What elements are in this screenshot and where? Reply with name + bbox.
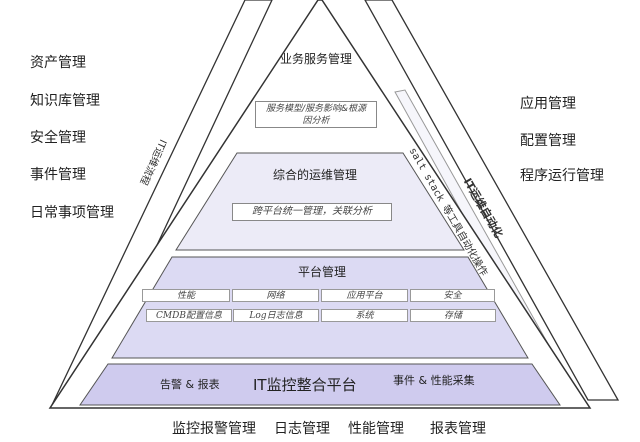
monitor-left-label: 告警 & 报表	[160, 378, 220, 391]
layer-integrated-title: 综合的运维管理	[273, 168, 358, 182]
platform-cell: Log日志信息	[233, 309, 319, 322]
layer-integrated-box: 跨平台统一管理，关联分析	[232, 203, 392, 221]
right-label: 应用管理	[520, 96, 576, 112]
right-band	[364, 0, 620, 401]
layer-business-title: 业务服务管理	[280, 52, 353, 66]
layer-monitor-title: IT监控整合平台	[253, 376, 357, 394]
layer-platform-title: 平台管理	[298, 265, 347, 279]
layer-integrated	[175, 152, 465, 251]
platform-cell: CMDB配置信息	[146, 309, 232, 322]
bottom-label: 性能管理	[348, 421, 404, 437]
platform-cell: 应用平台	[321, 289, 408, 302]
platform-cell: 性能	[142, 289, 230, 302]
bottom-label: 报表管理	[430, 421, 486, 437]
layer-business-box: 服务模型/服务影响&根源因分析	[255, 101, 377, 128]
platform-cell: 安全	[410, 289, 495, 302]
platform-cell: 网络	[232, 289, 319, 302]
bottom-label: 日志管理	[274, 421, 330, 437]
right-label: 程序运行管理	[520, 168, 604, 184]
layer-monitor	[79, 363, 561, 406]
bottom-label: 监控报警管理	[172, 421, 256, 437]
left-label: 事件管理	[30, 167, 86, 183]
left-label: 知识库管理	[30, 93, 100, 109]
monitor-right-label: 事件 & 性能采集	[393, 374, 475, 387]
platform-cell: 系统	[321, 309, 408, 322]
left-label: 资产管理	[30, 55, 86, 71]
right-label: 配置管理	[520, 133, 576, 149]
layer-platform	[111, 256, 529, 359]
platform-cell: 存储	[410, 309, 496, 322]
left-label: 日常事项管理	[30, 205, 114, 221]
left-label: 安全管理	[30, 130, 86, 146]
